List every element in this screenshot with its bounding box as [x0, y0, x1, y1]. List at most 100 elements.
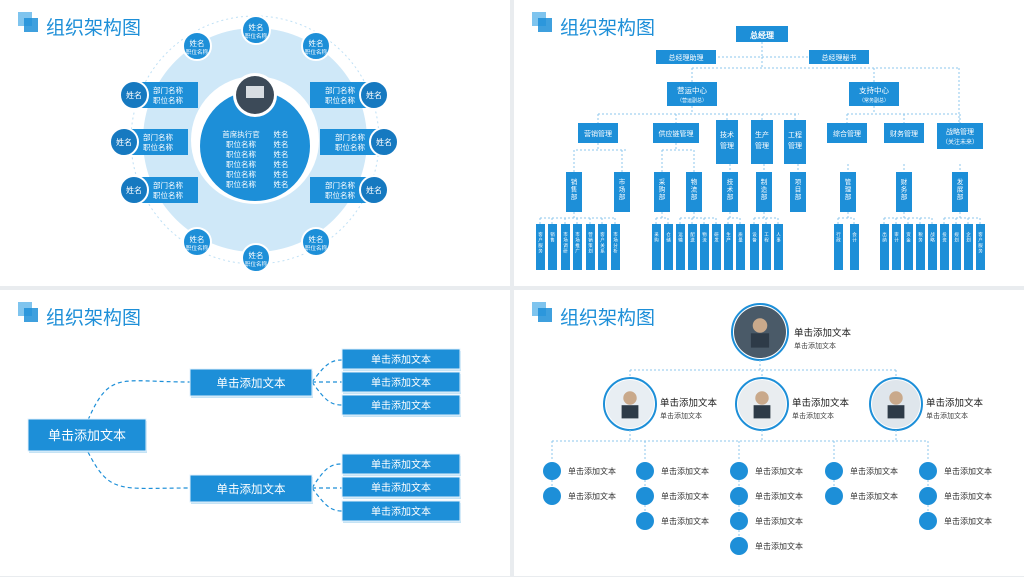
small-role-text: 职位名称 [245, 260, 268, 268]
section-box [896, 172, 912, 212]
panel-mindmap-org: 组织架构图 单击添加文本单击添加文本单击添加文本单击添加文本单击添加文本单击添加… [0, 290, 510, 576]
section-text: 发 [957, 177, 964, 186]
leaf-text: 市 [613, 231, 618, 238]
dept-name-text: 部门名称 [325, 180, 355, 190]
panel-title-text: 组织架构图 [46, 307, 142, 329]
circular-org-graphic: 首席执行官职位名称职位名称职位名称职位名称职位名称姓名姓名姓名姓名姓名姓名姓名部… [109, 15, 399, 273]
leaf-text: 场 [613, 237, 618, 244]
leaf-text: 送 [690, 237, 695, 244]
name-badge-text: 姓名 [366, 185, 382, 195]
leaf-label-text: 单击添加文本 [568, 491, 616, 501]
leaf-text: 研 [714, 232, 719, 238]
connector-curve [311, 463, 343, 489]
title-square-icon [538, 308, 552, 322]
leaf-box [341, 348, 461, 370]
leaf-text: 输 [678, 237, 683, 244]
center-box [849, 82, 899, 106]
leaf-box [724, 224, 733, 270]
center-role-text: 职位名称 [226, 169, 256, 179]
section-text: 流 [691, 185, 698, 194]
name-badge-text: 姓名 [376, 137, 392, 147]
department-text: 管理 [788, 141, 802, 150]
tree-org-graphic: 总经理总经理助理总经理秘书营运中心（营运副总）支持中心（常务副总）营销管理供应链… [536, 26, 985, 270]
leaf-text: 会 [852, 231, 857, 238]
leaf-text: 务 [918, 237, 923, 244]
mid-title-text: 单击添加文本 [926, 397, 984, 409]
leaf-text: 量 [738, 237, 743, 244]
leaf-label-text: 单击添加文本 [661, 516, 709, 526]
connector-curve [311, 487, 343, 512]
section-text: 部 [845, 192, 852, 201]
leaf-box [762, 224, 771, 270]
center-name-text: 姓名 [274, 149, 289, 159]
leaf-text: 产 [726, 237, 731, 244]
dept-role-text: 职位名称 [325, 95, 355, 105]
person-body-icon [621, 405, 639, 419]
mid-box-text: 单击添加文本 [217, 376, 286, 390]
leaf-box [892, 224, 901, 270]
department-box [784, 120, 806, 164]
section-text: 技 [727, 177, 734, 186]
mid-title-text: 单击添加文本 [792, 397, 850, 409]
person-body-icon [887, 405, 905, 419]
small-name-text: 姓名 [190, 234, 205, 244]
root-box-text: 单击添加文本 [48, 429, 126, 444]
dept-box [310, 177, 368, 203]
small-name-text: 姓名 [249, 22, 264, 32]
leaf-text: 纳 [882, 237, 887, 244]
section-text: 售 [571, 185, 578, 194]
leaf-box [341, 476, 461, 498]
center-sub-text: （营运副总） [677, 97, 707, 104]
section-text: 理 [845, 186, 852, 194]
section-text: 术 [727, 185, 734, 194]
leaf-text: 调 [563, 242, 568, 249]
leaf-box-text: 单击添加文本 [371, 481, 431, 494]
leaf-text: 户 [538, 237, 543, 244]
department-text: 供应链管理 [659, 129, 694, 138]
dept-role-text: 职位名称 [335, 142, 365, 152]
section-text: 部 [761, 192, 768, 201]
section-text: 项 [795, 178, 802, 186]
section-text: 部 [901, 192, 908, 201]
small-name-node [241, 243, 271, 273]
assistant-text: 总经理助理 [669, 53, 704, 62]
small-name-node [301, 31, 331, 61]
department-text: 战略管理 [946, 127, 974, 136]
top-sub-text: 单击添加文本 [794, 341, 836, 350]
small-name-node [182, 31, 212, 61]
leaf-box [598, 224, 607, 270]
mid-box-text: 单击添加文本 [217, 482, 286, 496]
leaf-text: 程 [764, 237, 769, 244]
mid-box [189, 368, 313, 397]
section-text: 部 [727, 192, 734, 201]
panel-photo-org: 组织架构图 单击添加文本单击添加文本单击添加文本单击添加文本单击添加文本单击添加… [514, 290, 1024, 576]
connector-curve [87, 380, 191, 421]
name-badge-text: 姓名 [116, 137, 132, 147]
dept-role-text: 职位名称 [153, 190, 183, 200]
small-name-node [301, 227, 331, 257]
section-text: 制 [761, 177, 768, 186]
leaf-box [940, 224, 949, 270]
leaf-text: 客 [978, 231, 983, 238]
mid-box [189, 474, 313, 503]
leaf-label-text: 单击添加文本 [944, 491, 992, 501]
leaf-text: 析 [613, 248, 618, 255]
section-box [654, 172, 670, 212]
small-role-text: 职位名称 [305, 244, 328, 252]
leaf-box [700, 224, 709, 270]
leaf-label-text: 单击添加文本 [755, 491, 803, 501]
mid-sub-text: 单击添加文本 [926, 411, 968, 420]
panel-title-text: 组织架构图 [46, 17, 142, 39]
leaf-label-text: 单击添加文本 [944, 466, 992, 476]
center-sub-text: （常务副总） [859, 97, 889, 104]
leaf-text: 金 [906, 237, 911, 244]
person-head-icon [623, 391, 637, 405]
department-box [653, 123, 699, 143]
leaf-text: 营 [588, 231, 593, 238]
small-role-text: 职位名称 [305, 48, 328, 56]
department-text: 管理 [755, 141, 769, 150]
leaf-text: 资 [942, 237, 947, 244]
department-box [827, 123, 867, 143]
leaf-box [341, 453, 461, 475]
